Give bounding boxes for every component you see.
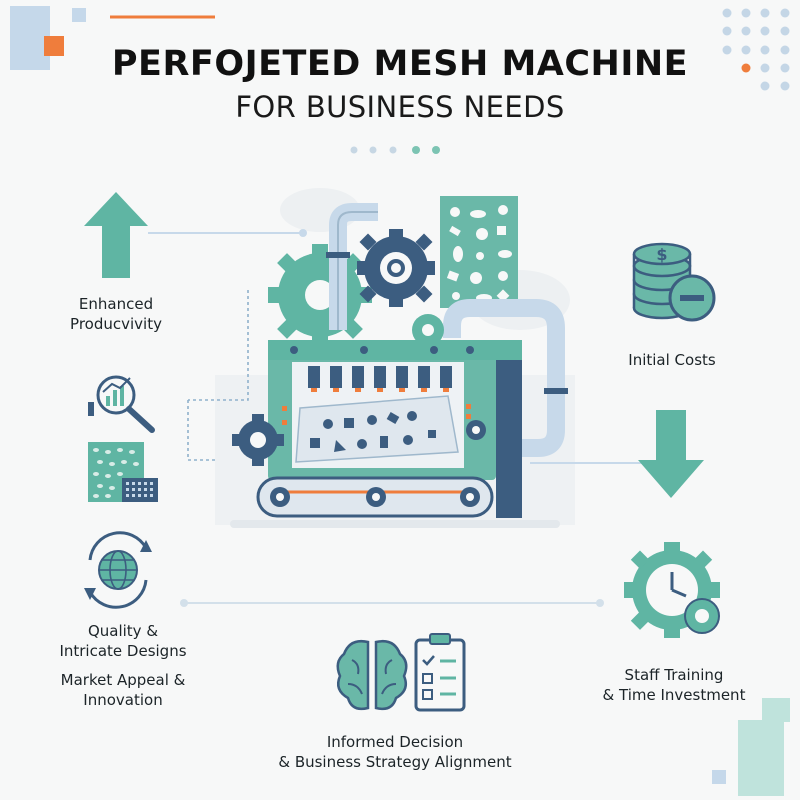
up-arrow-icon [84, 192, 148, 278]
checklist-icon [414, 633, 466, 712]
conveyor-belt [256, 476, 494, 518]
corner-block [738, 720, 784, 796]
pipe [443, 299, 565, 457]
corner-square-small [72, 8, 86, 22]
pipe-clamp [544, 388, 568, 394]
page-subtitle: FOR BUSINESS NEEDS [235, 90, 565, 124]
market-label-line1: Market Appeal & [60, 671, 186, 689]
training-label: Staff Training & Time Investment [586, 665, 762, 705]
corner-square-small [712, 770, 726, 784]
magnifier-chart-icon [88, 375, 155, 433]
training-label-line2: & Time Investment [602, 686, 746, 704]
market-label-line2: Innovation [83, 691, 163, 709]
corner-square [10, 6, 50, 70]
dashed-connector [187, 400, 215, 461]
pagination-dots [350, 146, 440, 154]
training-label-line1: Staff Training [624, 666, 724, 684]
quality-label: Quality & Intricate Designs [40, 621, 206, 661]
floor-shadow [230, 520, 560, 528]
costs-label: Initial Costs [628, 351, 716, 369]
decision-label-line2: & Business Strategy Alignment [278, 753, 512, 771]
pipe-outline [337, 211, 378, 330]
brain-icon [336, 640, 408, 711]
globe-refresh-icon [84, 531, 152, 609]
decision-label-line1: Informed Decision [326, 733, 464, 751]
page-title: PERFOJETED MESH MACHINE [111, 44, 689, 84]
quality-label-line1: Quality & [87, 622, 159, 640]
gear-icon [357, 229, 435, 307]
productivity-label-line2: Producvivity [70, 315, 162, 333]
coins-minus-icon: $ [632, 242, 716, 322]
productivity-label-line1: Enhanced [78, 295, 154, 313]
corner-square-accent [44, 36, 64, 56]
market-label: Market Appeal & Innovation [40, 670, 206, 710]
quality-label-line2: Intricate Designs [59, 642, 187, 660]
gear-clock-icon [624, 542, 720, 638]
pipe-clamp [326, 252, 350, 258]
corner-block-small [762, 698, 790, 722]
productivity-label: Enhanced Producvivity [40, 294, 192, 334]
mesh-pattern-icon [88, 442, 158, 502]
decision-label: Informed Decision & Business Strategy Al… [270, 732, 520, 772]
down-arrow-icon [638, 410, 704, 498]
dashed-connector [188, 290, 249, 401]
dot-grid [722, 8, 790, 91]
gear-icon [412, 314, 444, 346]
machine-body [232, 340, 522, 518]
perforated-panel-icon [440, 196, 518, 308]
dot-grid-accent [741, 63, 751, 73]
svg-text:$: $ [656, 245, 667, 264]
